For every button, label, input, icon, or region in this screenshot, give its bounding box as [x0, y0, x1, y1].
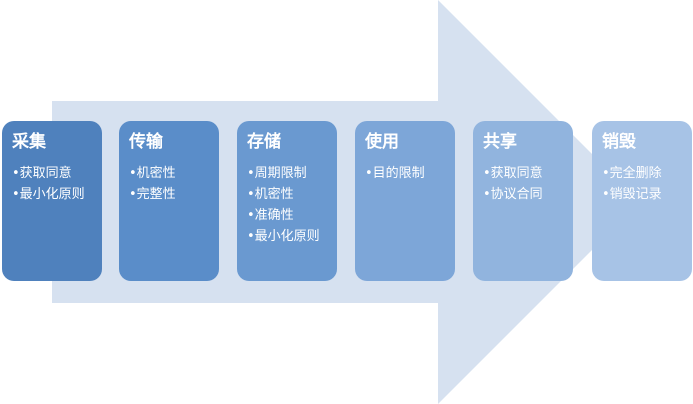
stage-destroy: 销毁 完全删除 销毁记录: [592, 121, 692, 281]
stage-item: 最小化原则: [12, 186, 94, 203]
stage-items: 机密性 完整性: [129, 165, 211, 203]
stage-transmit: 传输 机密性 完整性: [119, 121, 219, 281]
stage-share: 共享 获取同意 协议合同: [473, 121, 573, 281]
stage-items: 完全删除 销毁记录: [602, 165, 684, 203]
stage-item: 准确性: [247, 207, 329, 224]
stage-use: 使用 目的限制: [355, 121, 455, 281]
stage-items: 周期限制 机密性 准确性 最小化原则: [247, 165, 329, 245]
stage-store: 存储 周期限制 机密性 准确性 最小化原则: [237, 121, 337, 281]
stage-items: 目的限制: [365, 165, 447, 182]
stage-item: 销毁记录: [602, 186, 684, 203]
stage-item: 获取同意: [483, 165, 565, 182]
stage-title: 存储: [247, 132, 281, 152]
stage-title: 共享: [483, 132, 517, 152]
stage-collect: 采集 获取同意 最小化原则: [2, 121, 102, 281]
stage-item: 最小化原则: [247, 228, 329, 245]
stage-items: 获取同意 最小化原则: [12, 165, 94, 203]
stage-item: 目的限制: [365, 165, 447, 182]
stage-item: 获取同意: [12, 165, 94, 182]
arrow-shape: [52, 0, 640, 404]
stage-item: 机密性: [129, 165, 211, 182]
stage-title: 传输: [129, 132, 163, 152]
stage-title: 销毁: [602, 132, 636, 152]
stage-item: 完全删除: [602, 165, 684, 182]
stage-item: 周期限制: [247, 165, 329, 182]
stage-item: 协议合同: [483, 186, 565, 203]
stage-item: 完整性: [129, 186, 211, 203]
stage-title: 使用: [365, 132, 399, 152]
stage-items: 获取同意 协议合同: [483, 165, 565, 203]
stage-title: 采集: [12, 132, 46, 152]
stage-item: 机密性: [247, 186, 329, 203]
